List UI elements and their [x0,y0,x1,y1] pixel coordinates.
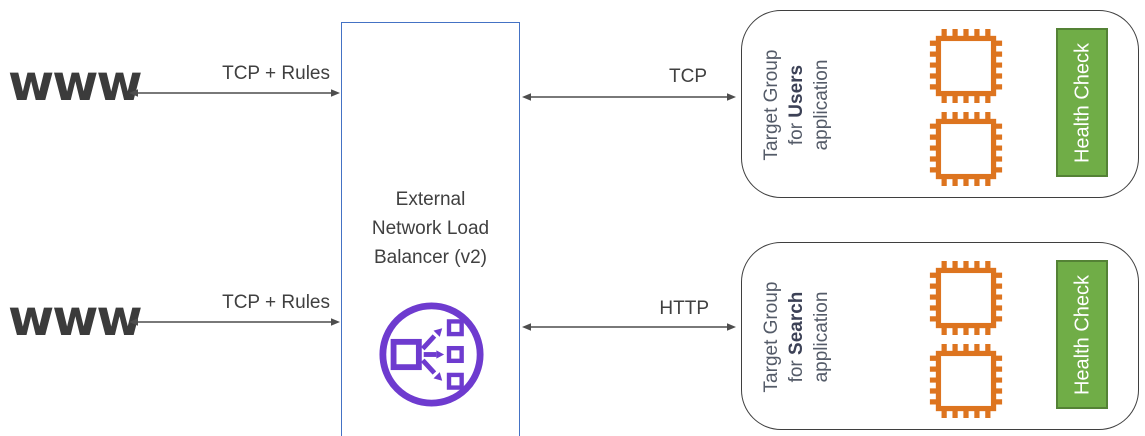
load-balancer-title-line3: Balancer (v2) [374,247,487,268]
arrow-lb-to-search-group [522,323,736,331]
connection-label-tcp-rules-top: TCP + Rules [222,63,330,84]
load-balancer-title-line2: Network Load [371,218,490,239]
arrow-www-top-to-lb [129,89,340,97]
connection-label-tcp-rules-bottom: TCP + Rules [222,292,330,313]
arrow-lb-to-users-group [522,93,736,101]
cpu-chip-icon [929,111,1003,187]
target-group-line3: application [810,59,832,151]
health-check-badge-users: Health Check [1056,28,1108,177]
cpu-chip-icon [929,28,1003,104]
target-group-users-box: Target Group for Users application Healt… [741,10,1139,198]
load-balancer-box: External Network Load Balancer (v2) [341,22,520,436]
target-group-search-box: Target Group for Search application Heal… [741,242,1139,430]
www-node-top: www [8,54,143,112]
health-check-badge-search: Health Check [1056,260,1108,409]
arrow-www-bottom-to-lb [129,318,340,326]
load-balancer-title: External Network Load Balancer (v2) [342,185,519,272]
health-check-label: Health Check [1071,274,1093,395]
load-balancer-icon [379,302,484,407]
target-group-line1: Target Group [760,281,782,393]
cpu-chip-icon [929,260,1003,336]
health-check-label: Health Check [1071,42,1093,163]
load-balancer-title-line1: External [395,189,466,210]
connection-label-http: HTTP [659,298,709,319]
cpu-chip-icon [929,343,1003,419]
target-group-search-label: Target Group for Search application [757,247,835,427]
target-group-line2: for Users [785,64,807,146]
target-group-users-label: Target Group for Users application [757,15,835,195]
target-group-line3: application [810,291,832,383]
target-group-line2: for Search [785,291,807,383]
connection-label-tcp: TCP [669,66,707,87]
www-node-bottom: www [8,289,143,347]
target-group-line1: Target Group [760,49,782,161]
